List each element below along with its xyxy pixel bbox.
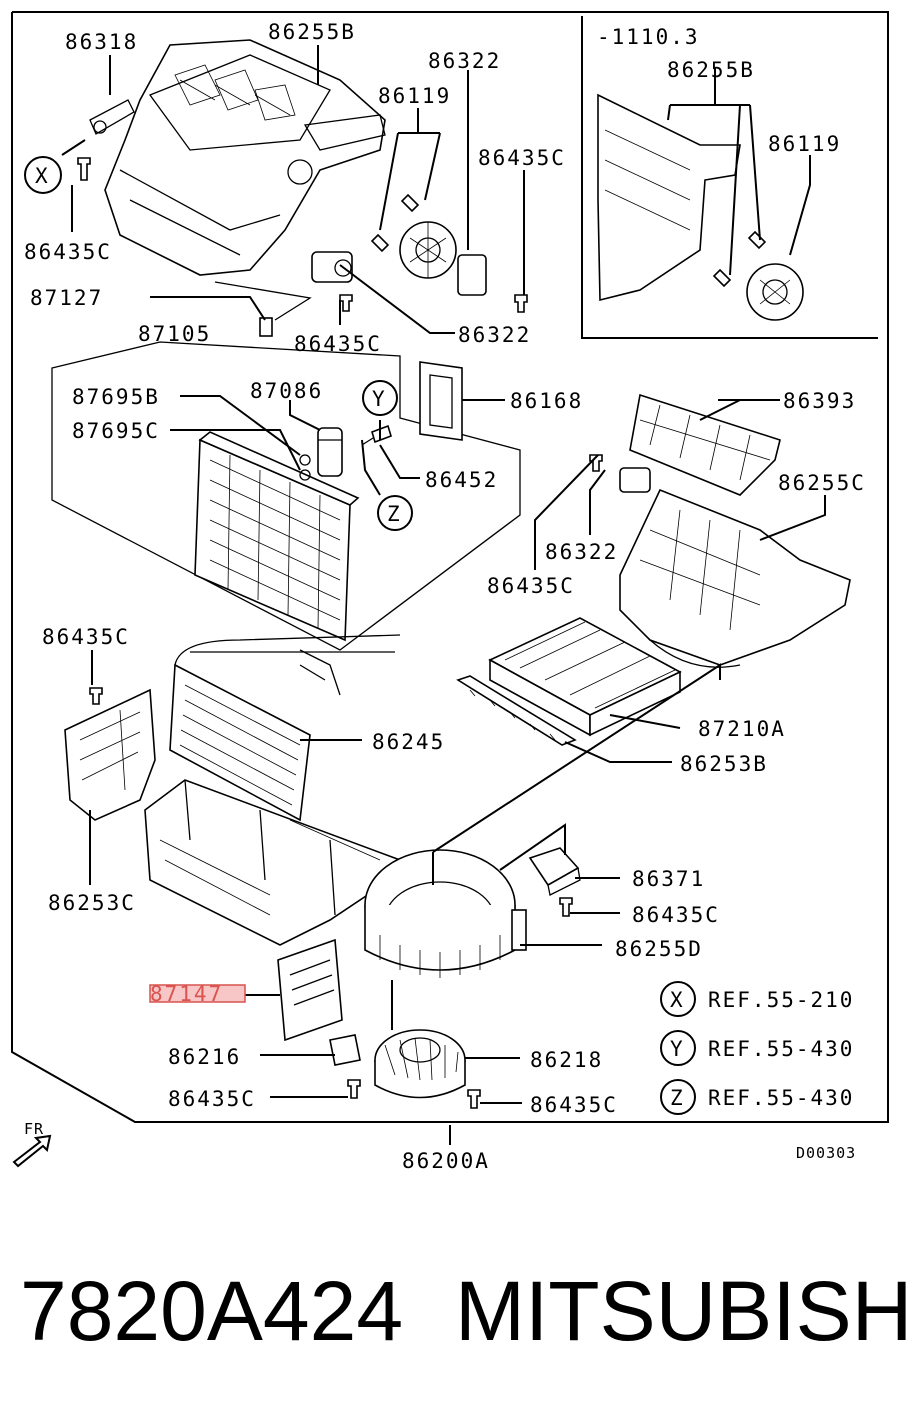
label-86218: 86218 — [530, 1048, 603, 1072]
bolt-86452-drawing — [361, 424, 392, 446]
svg-text:87147: 87147 — [150, 982, 223, 1006]
label-86435c-lower-left: 86435C — [42, 625, 130, 649]
svg-text:X: X — [35, 164, 50, 188]
label-87210a: 87210A — [698, 717, 786, 741]
label-87086: 87086 — [250, 379, 323, 403]
blower-motor-86218-drawing — [374, 1029, 466, 1099]
reference-y: Y REF.55-430 — [660, 1030, 854, 1066]
label-86435c-mid: 86435C — [294, 332, 382, 356]
label-86435c-right: 86435C — [487, 574, 575, 598]
svg-text:REF.55-430: REF.55-430 — [708, 1037, 854, 1061]
callout-z-evaporator: Z — [377, 495, 413, 531]
svg-text:X: X — [670, 988, 685, 1012]
heater-core-86245-drawing — [169, 634, 401, 822]
front-label: FR — [24, 1120, 44, 1138]
callout-y-evaporator: Y — [362, 380, 398, 416]
reference-x: X REF.55-210 — [660, 981, 854, 1017]
resistor-86371-drawing — [528, 847, 581, 917]
label-87695c: 87695C — [72, 419, 160, 443]
filter-87210a-drawing — [488, 617, 682, 737]
label-86253b: 86253B — [680, 752, 768, 776]
label-86435c-top-right: 86435C — [478, 146, 566, 170]
label-86255c: 86255C — [778, 471, 866, 495]
label-86245: 86245 — [372, 730, 445, 754]
label-inset-86119: 86119 — [768, 132, 841, 156]
svg-text:REF.55-210: REF.55-210 — [708, 988, 854, 1012]
label-86168: 86168 — [510, 389, 583, 413]
inset-frame — [581, 16, 878, 339]
svg-text:Z: Z — [387, 502, 402, 526]
label-86255d: 86255D — [615, 937, 703, 961]
label-86452: 86452 — [425, 468, 498, 492]
label-86393: 86393 — [783, 389, 856, 413]
label-86322-top: 86322 — [428, 49, 501, 73]
evaporator-group-frame — [51, 341, 521, 651]
label-87147-highlighted: 87147 — [149, 982, 246, 1006]
front-arrow-icon — [12, 1134, 52, 1168]
blower-case-86255d-drawing — [364, 849, 527, 978]
svg-text:REF.55-430: REF.55-430 — [708, 1086, 854, 1110]
lower-case-drawing — [144, 779, 402, 946]
svg-text:Y: Y — [372, 387, 387, 411]
evaporator-drawing — [194, 431, 360, 642]
label-87695b: 87695B — [72, 385, 160, 409]
label-87127: 87127 — [30, 286, 103, 310]
left-case-86253c-drawing — [64, 687, 156, 821]
label-86253c: 86253C — [48, 891, 136, 915]
label-inset-86255b: 86255B — [667, 58, 755, 82]
label-86322-right: 86322 — [545, 540, 618, 564]
label-86119: 86119 — [378, 84, 451, 108]
actuator-86322-drawing — [311, 251, 353, 283]
controller-87147-drawing — [277, 938, 343, 1042]
label-87105: 87105 — [138, 322, 211, 346]
svg-text:Z: Z — [670, 1086, 685, 1110]
callout-x-top: X — [24, 156, 62, 194]
leader-lines — [61, 45, 826, 1145]
rod-87127-drawing — [214, 281, 312, 337]
label-86318: 86318 — [65, 30, 138, 54]
label-86435c-bottom-left: 86435C — [168, 1087, 256, 1111]
screw-icons-bottom — [347, 1079, 481, 1109]
reference-z: Z REF.55-430 — [660, 1079, 854, 1115]
diagram-frame — [11, 11, 889, 1123]
inset-housing-drawing — [597, 93, 804, 321]
upper-housing-drawing — [89, 39, 386, 276]
brand-name: MITSUBISHI — [455, 1264, 909, 1358]
actuator-86322-right-drawing — [589, 454, 651, 493]
expansion-valve-87086-drawing — [299, 427, 343, 481]
label-86435c-lower-right: 86435C — [632, 903, 720, 927]
seal-86168-drawing — [419, 361, 463, 441]
label-86435c-bottom-right: 86435C — [530, 1093, 618, 1117]
part-number: 7820A424 — [20, 1264, 403, 1358]
label-86435c-left: 86435C — [24, 240, 112, 264]
label-86322-mid: 86322 — [458, 323, 531, 347]
label-86216: 86216 — [168, 1045, 241, 1069]
bracket-86216-drawing — [329, 1034, 361, 1066]
front-direction-indicator: FR — [12, 1120, 52, 1168]
filter-frame-86253b-drawing — [456, 675, 577, 746]
drawing-code: D00303 — [796, 1144, 856, 1162]
version-note: -1110.3 — [597, 25, 700, 49]
label-86200a: 86200A — [402, 1149, 490, 1173]
screw-icons-top — [77, 157, 528, 313]
svg-text:Y: Y — [670, 1037, 685, 1061]
label-86371: 86371 — [632, 867, 705, 891]
actuator-86119-drawing — [370, 193, 487, 296]
part-labels: 86318 86255B 86322 86119 86435C 86435C 8… — [24, 20, 866, 1173]
intake-housing-drawing — [619, 393, 851, 668]
reference-legend: X REF.55-210 Y REF.55-430 Z REF.55-430 — [660, 981, 854, 1115]
label-86255b: 86255B — [268, 20, 356, 44]
